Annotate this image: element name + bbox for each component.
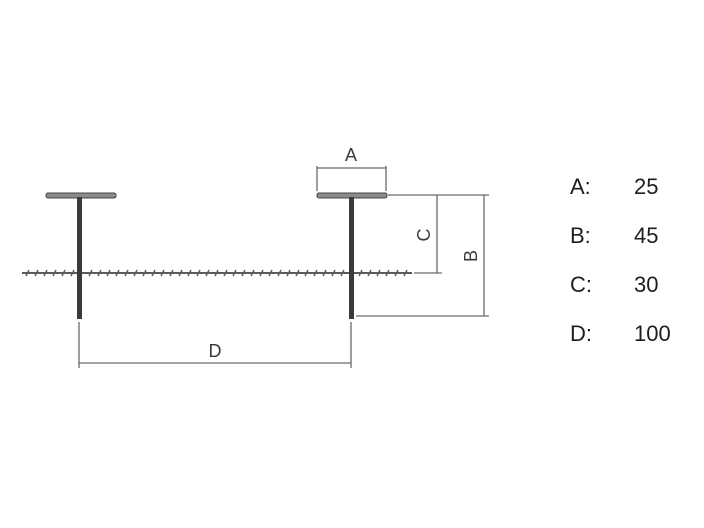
wire-tick <box>367 269 372 277</box>
legend-key: A: <box>570 173 591 199</box>
wire-tick <box>232 269 237 277</box>
legend-row-b: B: 45 <box>570 211 700 260</box>
wire-tick <box>196 269 201 277</box>
wire-line <box>22 269 412 277</box>
legend-value: 30 <box>634 271 659 297</box>
wire-tick <box>322 269 327 277</box>
dimension-c <box>388 194 442 274</box>
wire-tick <box>88 269 93 277</box>
wire-tick <box>169 269 174 277</box>
dimension-b-label: B <box>461 250 481 262</box>
right-pin <box>316 192 388 319</box>
wire-tick <box>52 269 57 277</box>
wire-tick <box>313 269 318 277</box>
legend-key: D: <box>570 320 592 346</box>
wire-tick <box>61 269 66 277</box>
legend-value: 45 <box>634 222 659 248</box>
wire-tick <box>25 269 30 277</box>
wire-tick <box>331 269 336 277</box>
wire-tick <box>268 269 273 277</box>
wire-tick <box>205 269 210 277</box>
wire-tick <box>214 269 219 277</box>
wire-tick <box>286 269 291 277</box>
left-pin <box>45 192 117 319</box>
legend-key: C: <box>570 271 592 297</box>
wire-ticks <box>25 269 408 277</box>
wire-tick <box>259 269 264 277</box>
wire-tick <box>223 269 228 277</box>
wire-tick <box>178 269 183 277</box>
wire-tick <box>376 269 381 277</box>
wire-tick <box>34 269 39 277</box>
wire-tick <box>133 269 138 277</box>
wire-tick <box>241 269 246 277</box>
legend-row-c: C: 30 <box>570 260 700 309</box>
legend-value: 25 <box>634 173 659 199</box>
dimension-a-label: A <box>345 145 357 165</box>
wire-tick <box>187 269 192 277</box>
wire-tick <box>403 269 408 277</box>
wire-tick <box>70 269 75 277</box>
dimension-c-label: C <box>414 229 434 242</box>
wire-tick <box>151 269 156 277</box>
dimension-d <box>78 322 352 368</box>
wire-tick <box>106 269 111 277</box>
wire-tick <box>340 269 345 277</box>
wire-tick <box>385 269 390 277</box>
legend-value: 100 <box>634 320 671 346</box>
legend-row-d: D: 100 <box>570 309 700 358</box>
wire-tick <box>358 269 363 277</box>
dimension-legend: A: 25 B: 45 C: 30 D: 100 <box>570 162 700 358</box>
wire-tick <box>277 269 282 277</box>
dimension-d-label: D <box>209 341 222 361</box>
dimension-a <box>316 166 387 191</box>
wire-tick <box>43 269 48 277</box>
wire-tick <box>304 269 309 277</box>
wire-tick <box>124 269 129 277</box>
wire-tick <box>295 269 300 277</box>
wire-tick <box>115 269 120 277</box>
dimension-b <box>356 194 489 317</box>
wire-tick <box>250 269 255 277</box>
wire-tick <box>160 269 165 277</box>
legend-row-a: A: 25 <box>570 162 700 211</box>
wire-tick <box>97 269 102 277</box>
wire-tick <box>394 269 399 277</box>
legend-key: B: <box>570 222 591 248</box>
wire-tick <box>142 269 147 277</box>
left-pin-shaft <box>77 197 82 319</box>
right-pin-shaft <box>349 197 354 319</box>
